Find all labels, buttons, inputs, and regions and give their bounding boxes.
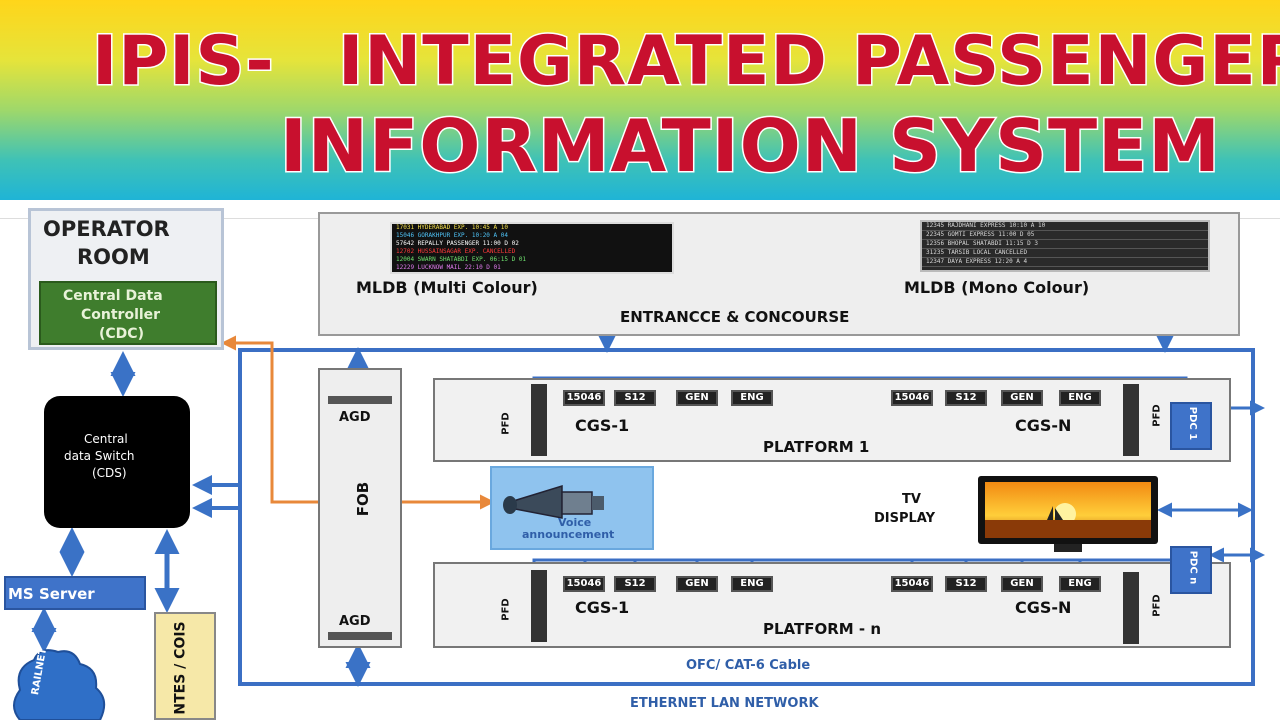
platform1-pfd-right-label: PFD (1151, 404, 1163, 427)
platformn-coach: GEN (676, 576, 718, 592)
agd-top-bar (328, 396, 392, 404)
tv-label-1: TV (902, 492, 921, 507)
platform1-label: PLATFORM 1 (763, 438, 870, 456)
platform1-coach: S12 (614, 390, 656, 406)
platform1-coach: 15046 (563, 390, 605, 406)
pdcn-label: PDC n (1187, 550, 1199, 585)
cdc-label-3: (CDC) (99, 326, 144, 342)
mldb-multi-label: MLDB (Multi Colour) (356, 278, 538, 297)
platformn-pfd-left-bar (531, 570, 547, 642)
pdc1-label: PDC 1 (1187, 406, 1199, 441)
cdc-label-2: Controller (81, 307, 161, 323)
agd-top-label: AGD (339, 410, 371, 425)
cable-label: OFC/ CAT-6 Cable (686, 658, 811, 673)
pdc1-box: PDC 1 (1170, 402, 1212, 450)
cds-label-1: Central (84, 432, 128, 446)
platformn-coach: GEN (1001, 576, 1043, 592)
mldb-multi-row: 15046 GORAKHPUR EXP. 10:20 A 04 (396, 232, 508, 239)
voice-label-1: Voice (558, 516, 592, 529)
platformn-box: PFD PFD CGS-1 CGS-N PLATFORM - n (433, 562, 1231, 648)
banner-integrated: INTEGRATED (337, 21, 829, 103)
platformn-coach: 15046 (891, 576, 933, 592)
fob-label: FOB (354, 481, 373, 517)
agd-bottom-label: AGD (339, 614, 371, 629)
mldb-mono-row: 12345 RAJDHANI EXPRESS 10:10 A 10 (922, 222, 1208, 231)
mldb-mono-row: 22345 GOMTI EXPRESS 11:00 D 05 (922, 231, 1208, 240)
title-banner: IPIS- INTEGRATED PASSENGER INFORMATION S… (0, 0, 1280, 200)
network-label: ETHERNET LAN NETWORK (630, 696, 819, 711)
mldb-mono-row: 12356 BHOPAL SHATABDI 11:15 D 3 (922, 240, 1208, 249)
operator-room: OPERATOR ROOM Central Data Controller (C… (28, 208, 224, 350)
operator-room-title-1: OPERATOR (43, 217, 170, 241)
cdc-box: Central Data Controller (CDC) (39, 281, 217, 345)
tv-label-2: DISPLAY (874, 511, 936, 526)
ms-server-box: MS Server (4, 576, 146, 610)
platform1-cgs-right: CGS-N (1015, 416, 1072, 435)
operator-room-title-2: ROOM (77, 245, 150, 269)
cds-label-2: data Switch (64, 449, 135, 463)
sunset-image (985, 482, 1151, 538)
platformn-cgs-left: CGS-1 (575, 598, 630, 617)
megaphone-icon (503, 484, 604, 519)
cds-label-3: (CDS) (92, 466, 127, 480)
platformn-label: PLATFORM - n (763, 620, 882, 638)
platformn-pfd-right-label: PFD (1151, 594, 1163, 617)
cdc-label-1: Central Data (63, 288, 163, 304)
mldb-multi-row: 12229 LUCKNOW MAIL 22:10 D 01 (396, 264, 501, 271)
concourse-label: ENTRANCCE & CONCOURSE (620, 308, 850, 326)
lan-loop (238, 348, 1255, 686)
platform1-coach: 15046 (891, 390, 933, 406)
platformn-cgs-right: CGS-N (1015, 598, 1072, 617)
platform1-pfd-left-label: PFD (500, 412, 512, 435)
platform1-cgs-left: CGS-1 (575, 416, 630, 435)
mldb-mono-row: 31235 TARSIB LOCAL CANCELLED (922, 249, 1208, 258)
platformn-pfd-left-label: PFD (500, 598, 512, 621)
platform1-pfd-right-bar (1123, 384, 1139, 456)
mldb-multi-row: 12004 SWARN SHATABDI EXP. 06:15 D 01 (396, 256, 527, 263)
banner-ipis: IPIS- (91, 21, 276, 103)
platform1-pfd-left-bar (531, 384, 547, 456)
ntes-label: NTES / COIS (172, 621, 189, 715)
tv-display (978, 476, 1158, 552)
banner-passenger: PASSENGER (850, 21, 1280, 103)
ms-server-label: MS Server (8, 585, 95, 603)
fob-box: AGD FOB AGD (318, 368, 402, 648)
platformn-coach: S12 (945, 576, 987, 592)
voice-box: Voice announcement (490, 466, 654, 550)
platform1-coach: GEN (1001, 390, 1043, 406)
platform1-coach: S12 (945, 390, 987, 406)
platformn-coach: S12 (614, 576, 656, 592)
tv-stand (1054, 544, 1082, 552)
mldb-mono-row: 12347 DAYA EXPRESS 12:20 A 4 (922, 258, 1208, 267)
voice-label-2: announcement (522, 528, 615, 541)
platform1-coach: ENG (1059, 390, 1101, 406)
mldb-multi-row: 57642 REPALLY PASSENGER 11:00 D 02 (396, 240, 519, 247)
ntes-box: NTES / COIS (154, 612, 216, 720)
mldb-multi-row: 17031 HYDERABAD EXP. 10:45 A 10 (396, 224, 508, 231)
platform1-coach: GEN (676, 390, 718, 406)
platformn-coach: ENG (731, 576, 773, 592)
railnet-cloud (13, 649, 106, 720)
platformn-pfd-right-bar (1123, 572, 1139, 644)
cds-box: Central data Switch (CDS) (44, 396, 190, 528)
platform1-box: PFD PFD CGS-1 CGS-N PLATFORM 1 (433, 378, 1231, 462)
mldb-multi-row: 12702 HUSSAINSAGAR EXP. CANCELLED (396, 248, 516, 255)
pdcn-box: PDC n (1170, 546, 1212, 594)
mldb-mono-label: MLDB (Mono Colour) (904, 278, 1090, 297)
banner-information-system: INFORMATION SYSTEM (279, 103, 1222, 190)
platformn-coach: ENG (1059, 576, 1101, 592)
platformn-coach: 15046 (563, 576, 605, 592)
platform1-coach: ENG (731, 390, 773, 406)
agd-bottom-bar (328, 632, 392, 640)
